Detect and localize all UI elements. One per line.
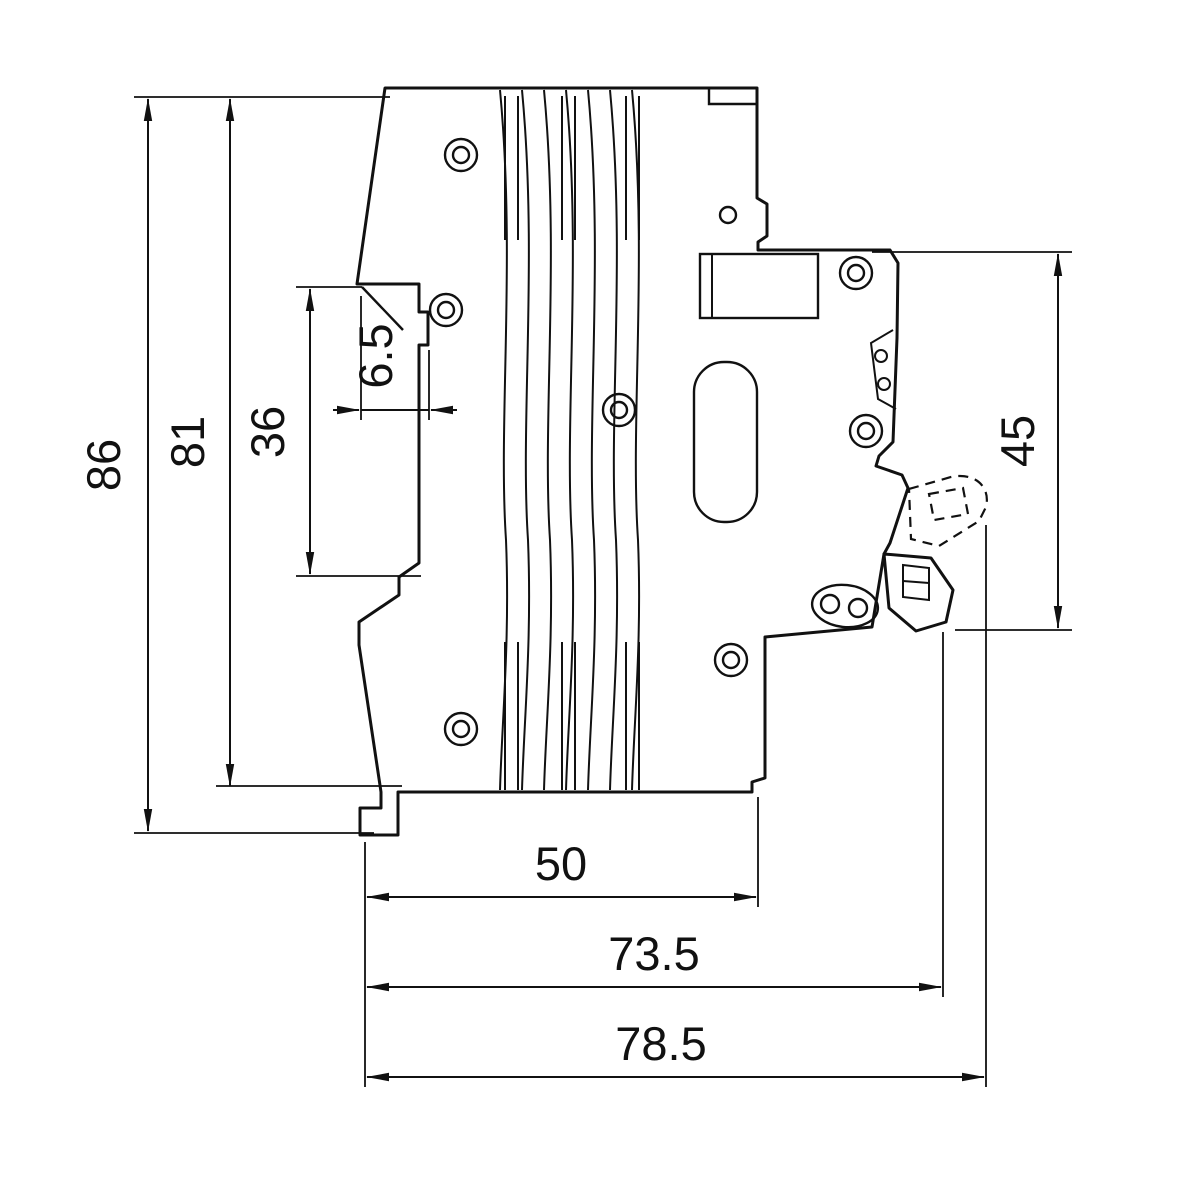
dim-label-body-height: 81: [161, 416, 214, 468]
breaker-body-outline: [355, 86, 910, 837]
dim-label-clip-step-width: 6.5: [349, 323, 402, 388]
rivets: [428, 137, 884, 747]
latch-hook: [882, 552, 955, 633]
top-right-notch: [707, 88, 757, 106]
clamp-screw-hole: [874, 349, 888, 363]
dim-label-overall-depth: 78.5: [615, 1017, 706, 1070]
handle-slot: [692, 360, 759, 524]
extension-lines: [134, 96, 1072, 1087]
toggle-lever-inner-dashed: [927, 486, 970, 522]
clamp-screw-hole: [877, 377, 891, 391]
latch-hook-slot: [902, 563, 930, 602]
dim-label-rail-recess-height: 36: [241, 406, 294, 458]
dimension-lines: [143, 98, 1063, 1082]
dim-label-terminal-side-height: 45: [991, 415, 1044, 467]
latch-hook-slot-line: [902, 580, 930, 584]
dim-label-depth-to-latch: 73.5: [608, 927, 699, 980]
dim-label-body-depth: 50: [535, 837, 587, 890]
din-claw-top-edge: [361, 286, 404, 331]
case-rib-lines: [499, 89, 641, 791]
vent-slots-bottom: [504, 642, 640, 790]
dim-label-overall-height: 86: [77, 439, 130, 491]
bottom-terminal: [810, 583, 880, 629]
clamp-wedge: [869, 329, 897, 410]
small-pin-hole: [718, 205, 738, 225]
terminal-window: [698, 252, 820, 320]
